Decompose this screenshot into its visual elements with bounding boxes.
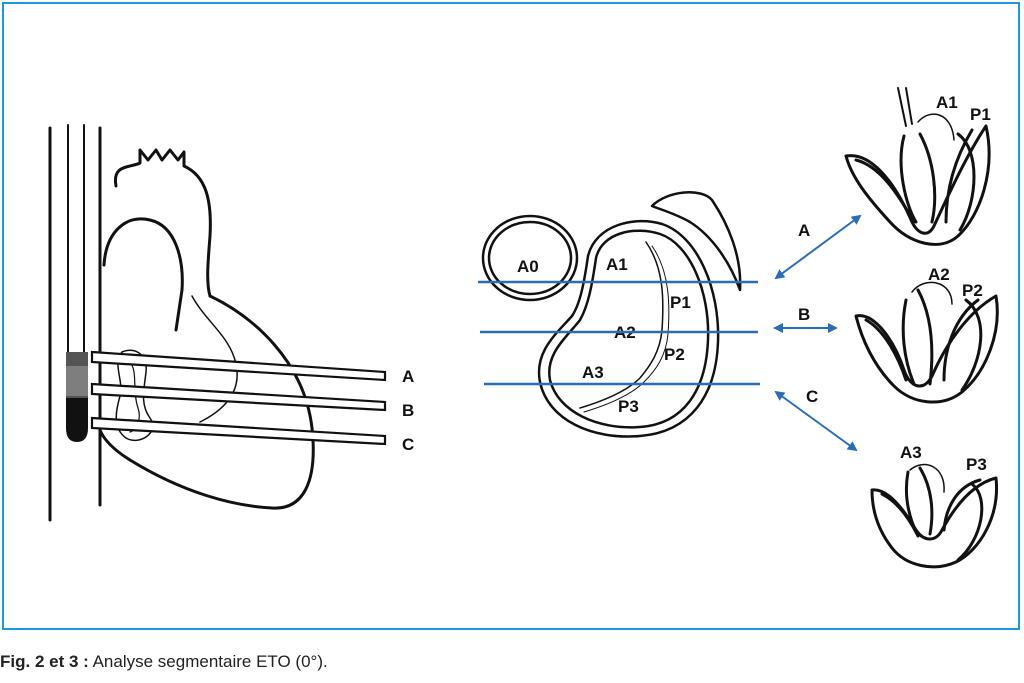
leaflet-view-1: A1 P1	[844, 87, 991, 246]
plane-label-c: C	[402, 435, 414, 454]
plane-label-a: A	[402, 367, 414, 386]
caption-figure-label: Fig. 2 et 3 :	[0, 652, 89, 671]
aorta-label: A0	[517, 257, 539, 276]
view2-posterior-label: P2	[962, 281, 983, 300]
segment-label-p2: P2	[664, 345, 685, 364]
segment-label-p3: P3	[618, 397, 639, 416]
mitral-annulus-inner	[548, 229, 710, 429]
crescent-structure	[650, 191, 742, 292]
figure-frame	[2, 2, 1020, 630]
aorta-ring-inner	[487, 220, 573, 296]
leaflet-view-3: A3 P3	[870, 443, 999, 569]
figure-caption: Fig. 2 et 3 : Analyse segmentaire ETO (0…	[0, 652, 328, 672]
coaptation-line	[579, 241, 664, 409]
heart-contour	[98, 294, 315, 510]
plane-label-b: B	[402, 401, 414, 420]
arrow-label-a: A	[798, 221, 810, 240]
tee-probe	[66, 124, 88, 442]
scan-planes	[90, 350, 387, 446]
segment-label-p1: P1	[670, 293, 691, 312]
aortic-arch-inner	[102, 217, 184, 332]
arrow-label-c: C	[806, 387, 818, 406]
view1-anterior-label: A1	[936, 93, 958, 112]
view-arrows: A B C	[773, 214, 862, 452]
segment-label-a3: A3	[582, 363, 604, 382]
view3-anterior-label: A3	[900, 443, 922, 462]
view1-posterior-label: P1	[970, 105, 991, 124]
arrow-c	[774, 390, 858, 452]
view3-posterior-label: P3	[966, 455, 987, 474]
view2-anterior-label: A2	[928, 265, 950, 284]
segment-label-a1: A1	[606, 255, 628, 274]
aortic-arch	[113, 148, 212, 298]
aorta-ring-outer	[481, 214, 579, 302]
caption-text: Analyse segmentaire ETO (0°).	[92, 652, 328, 671]
arrow-a	[774, 214, 862, 280]
heart-drawing: A B C	[48, 124, 414, 522]
blue-scan-lines	[478, 280, 760, 386]
mitral-annulus-outer	[537, 219, 720, 438]
arrow-label-b: B	[798, 305, 810, 324]
mitral-short-axis: A0 A1 P1 A2 P2 A3 P3	[478, 191, 760, 438]
leaflet-view-2: A2 P2	[854, 265, 999, 404]
figure-diagram: A B C A0 A1 P1 A2 P2 A3 P3 A	[48, 87, 999, 569]
